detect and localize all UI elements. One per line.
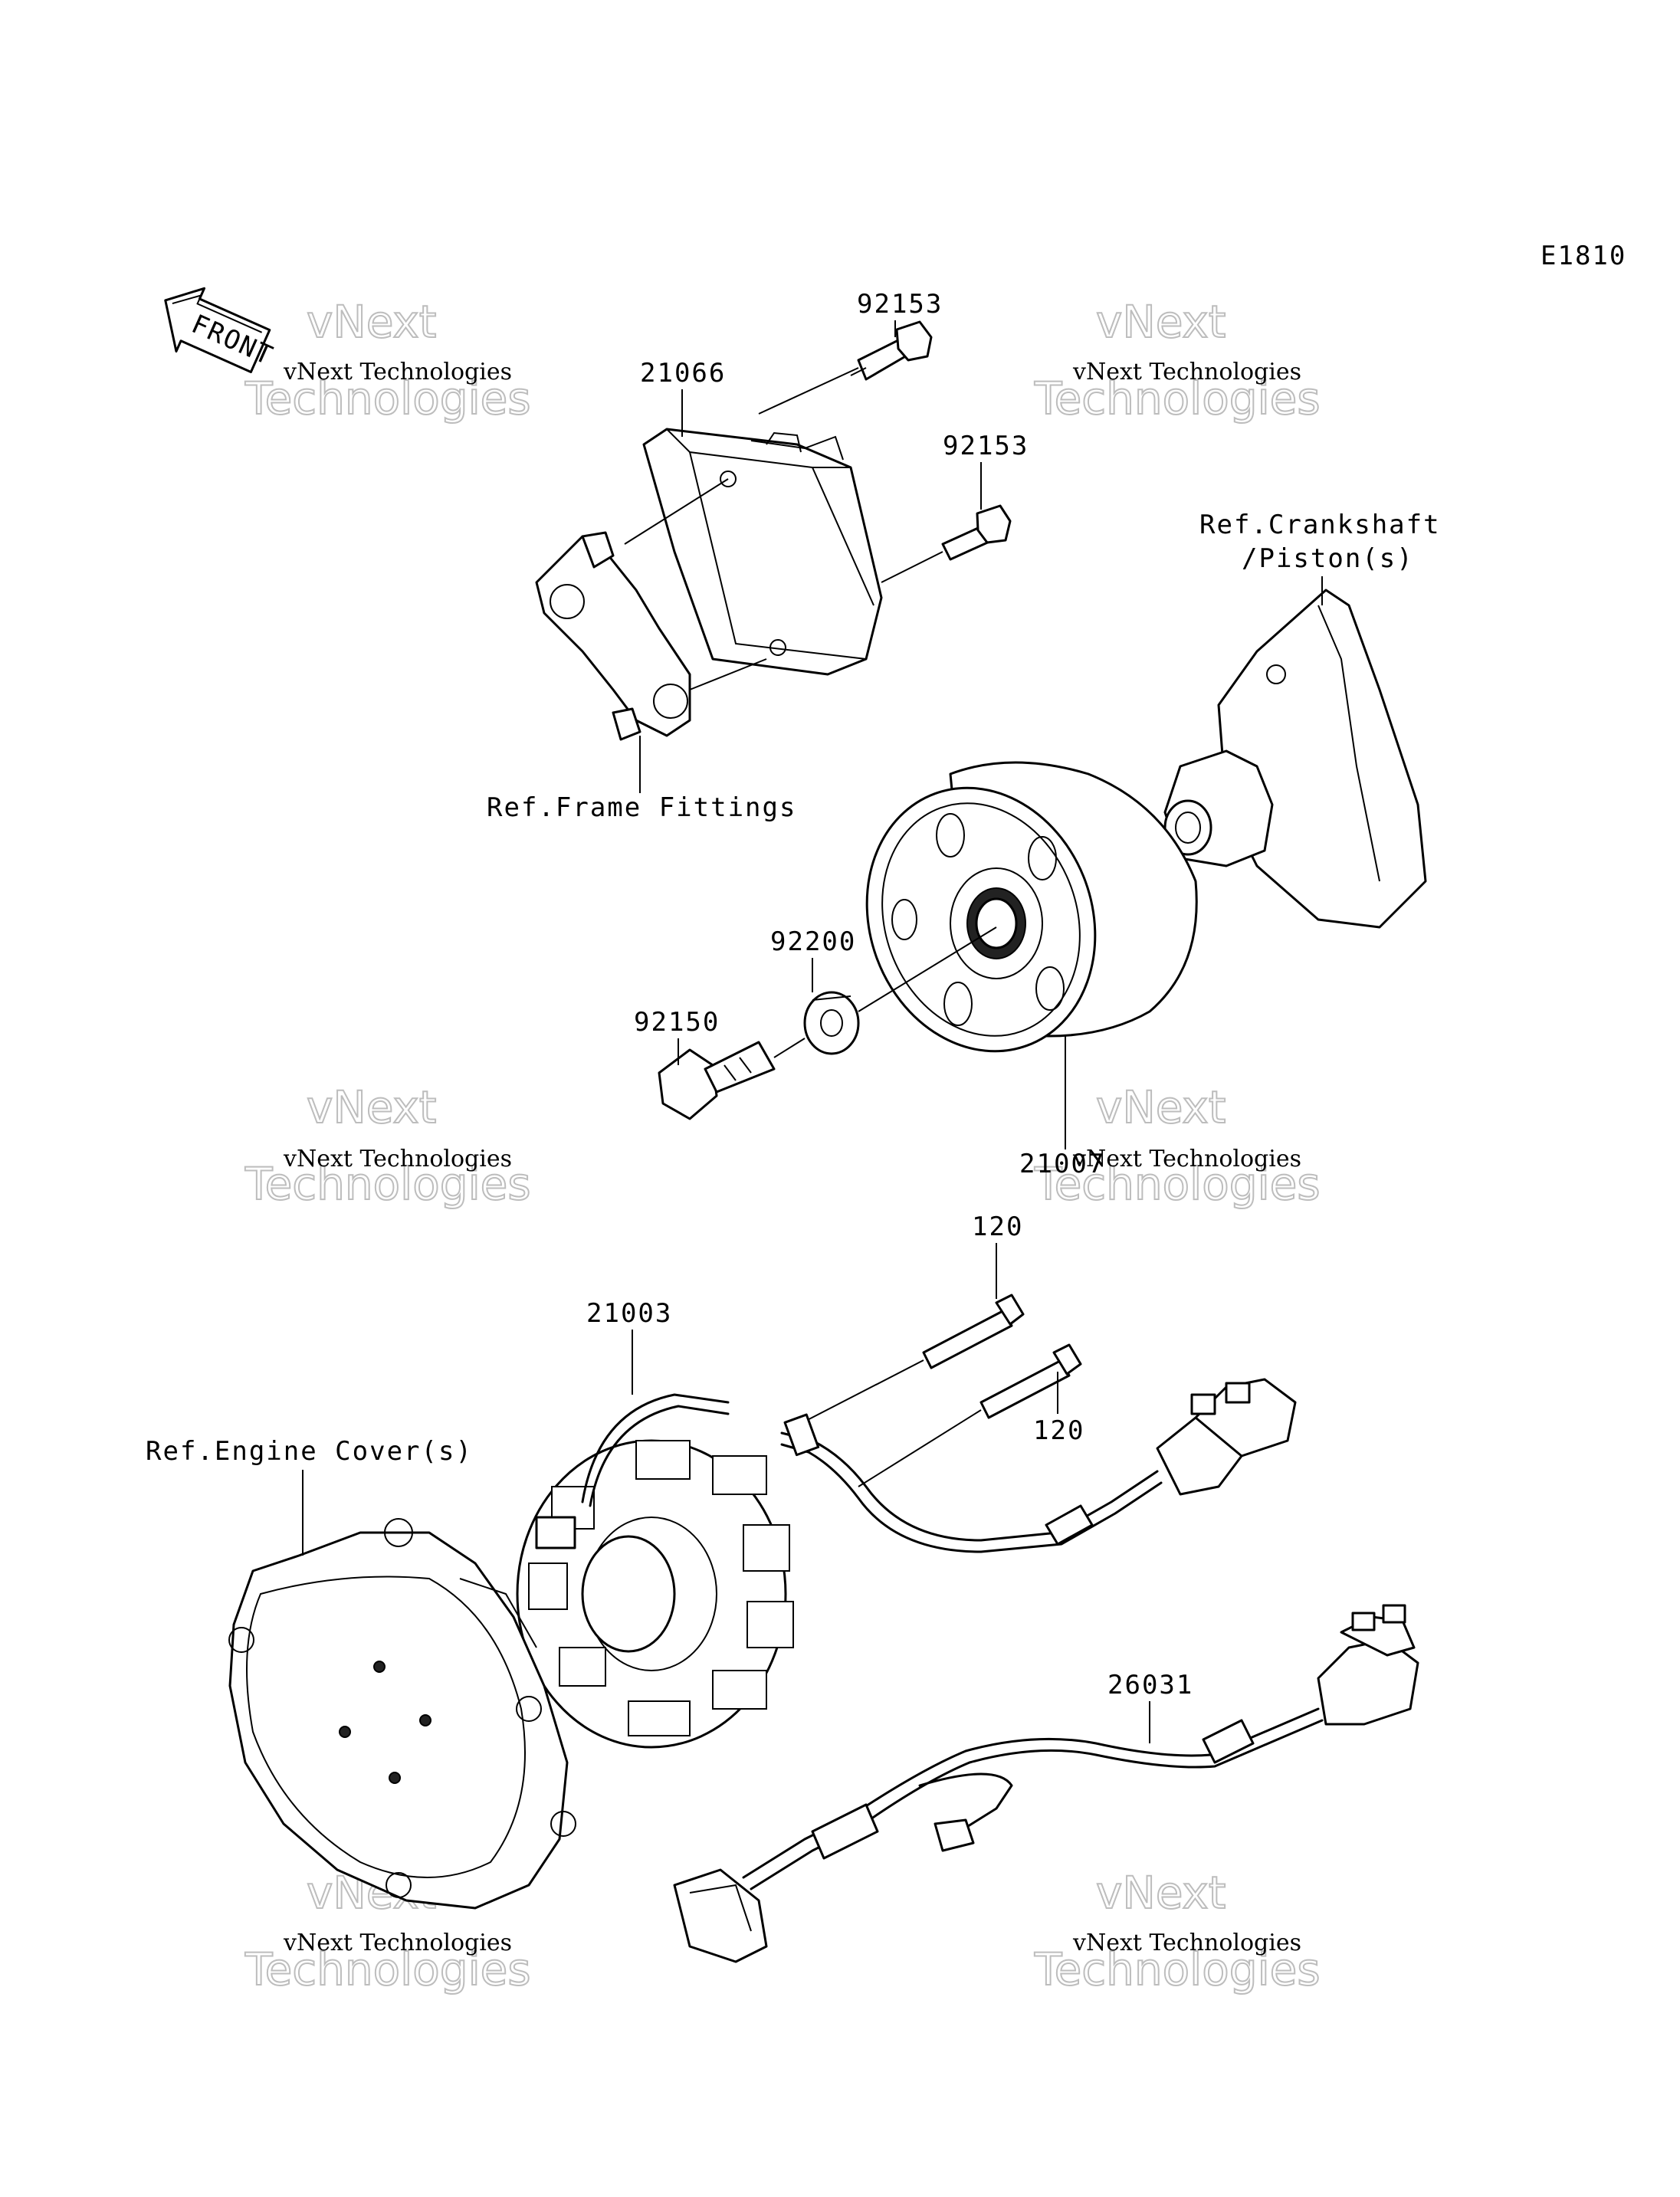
label-92153-lower: 92153 xyxy=(943,431,1029,461)
regulator-rectifier xyxy=(535,428,883,741)
flywheel-rotor xyxy=(865,761,1198,1053)
front-arrow-icon: FRONT xyxy=(164,287,278,373)
stator-coil xyxy=(516,1393,794,1749)
washer-92200 xyxy=(803,991,860,1055)
watermark: vNext Technologies vNext Technologies xyxy=(1033,1866,1321,1996)
svg-text:vNext Technologies: vNext Technologies xyxy=(283,1930,512,1956)
svg-text:vNext: vNext xyxy=(1096,1867,1226,1919)
watermark: vNext Technologies vNext Technologies xyxy=(1033,1080,1321,1211)
svg-text:Technologies: Technologies xyxy=(244,1943,531,1995)
label-92153-upper: 92153 xyxy=(857,289,943,320)
svg-text:Technologies: Technologies xyxy=(1034,1158,1321,1210)
watermark: vNext Technologies vNext Technologies xyxy=(244,1080,532,1211)
svg-text:vNext Technologies: vNext Technologies xyxy=(1072,359,1301,385)
label-crankshaft-line2: /Piston(s) xyxy=(1242,543,1414,574)
crankshaft-reference xyxy=(1163,589,1427,929)
label-120-lower: 120 xyxy=(1033,1415,1084,1446)
svg-text:vNext: vNext xyxy=(1096,1081,1226,1133)
svg-text:Technologies: Technologies xyxy=(1034,372,1321,425)
label-21003: 21003 xyxy=(586,1298,672,1329)
svg-text:vNext: vNext xyxy=(307,1081,436,1133)
svg-text:vNext Technologies: vNext Technologies xyxy=(283,359,512,385)
label-engine-cover: Ref.Engine Cover(s) xyxy=(146,1436,473,1467)
label-92200: 92200 xyxy=(770,926,856,957)
stator-wire-harness xyxy=(780,1378,1297,1553)
bolt-92150 xyxy=(658,1041,776,1120)
svg-text:vNext Technologies: vNext Technologies xyxy=(1072,1146,1301,1172)
svg-text:vNext: vNext xyxy=(307,296,436,348)
bolt-92153-upper xyxy=(850,320,933,381)
wire-harness-26031 xyxy=(673,1604,1419,1963)
svg-text:vNext: vNext xyxy=(1096,296,1226,348)
watermark: vNext Technologies vNext Technologies xyxy=(244,295,532,425)
svg-text:vNext Technologies: vNext Technologies xyxy=(283,1146,512,1172)
label-21007: 21007 xyxy=(1019,1149,1105,1179)
label-21066: 21066 xyxy=(640,358,726,389)
svg-text:Technologies: Technologies xyxy=(244,1158,531,1210)
label-92150: 92150 xyxy=(634,1007,720,1038)
label-120-upper: 120 xyxy=(972,1212,1023,1242)
svg-text:Technologies: Technologies xyxy=(1034,1943,1321,1995)
engine-cover-reference xyxy=(228,1518,576,1910)
watermark: vNext Technologies vNext Technologies xyxy=(1033,295,1321,425)
diagram-code: E1810 xyxy=(1541,241,1626,271)
bolt-120-lower xyxy=(979,1343,1082,1419)
svg-text:Technologies: Technologies xyxy=(244,372,531,425)
label-crankshaft-line1: Ref.Crankshaft xyxy=(1199,510,1441,540)
bolt-120-upper xyxy=(922,1294,1025,1369)
bolt-92153-lower xyxy=(941,504,1012,561)
label-26031: 26031 xyxy=(1107,1670,1193,1700)
label-frame-fittings: Ref.Frame Fittings xyxy=(487,792,796,823)
svg-text:vNext Technologies: vNext Technologies xyxy=(1072,1930,1301,1956)
